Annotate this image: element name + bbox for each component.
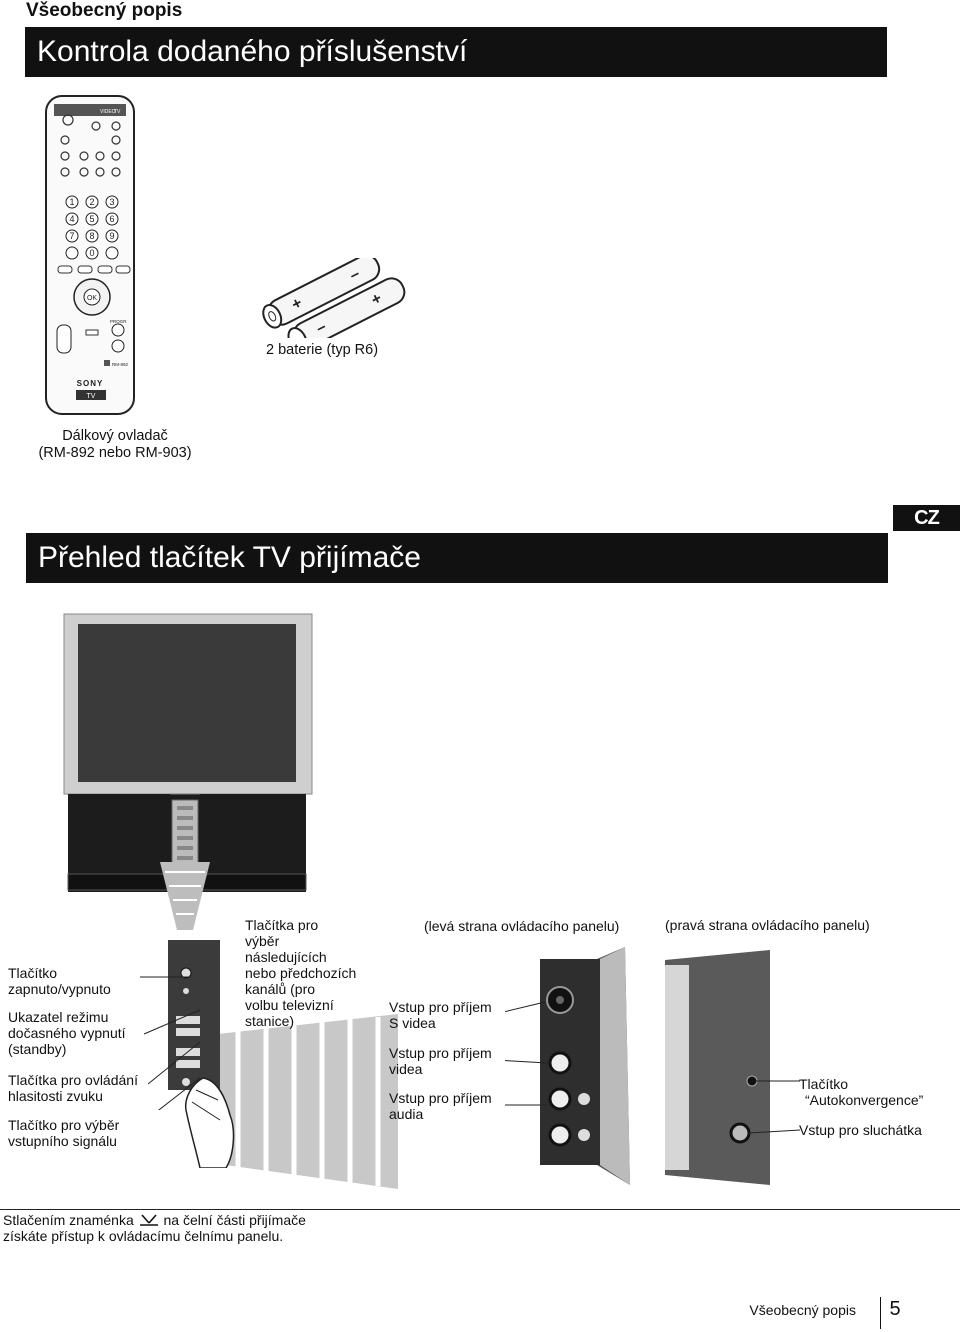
- digit-6: 6: [109, 214, 114, 224]
- remote-control-image: VIDEO TV 1 2 3 4 5 6 7 8 9 0 OK PROGR RM…: [45, 95, 135, 415]
- channel-label-line2: výběr: [245, 933, 280, 949]
- svideo-label-line2: S videa: [389, 1015, 436, 1031]
- audio-input-label: Vstup pro příjem audia: [389, 1090, 492, 1122]
- panel-zoom-beam: [218, 1014, 398, 1189]
- tv-zoom-beam: [160, 862, 210, 930]
- remote-top-buttons: [60, 114, 121, 177]
- digit-7: 7: [69, 231, 74, 241]
- digit-1: 1: [69, 197, 74, 207]
- volume-buttons-label: Tlačítka pro ovládání hlasitosti zvuku: [8, 1072, 138, 1104]
- channel-label-line4: nebo předchozích: [245, 965, 357, 981]
- channel-label-line1: Tlačítka pro: [245, 917, 319, 933]
- access-note: Stlačením znaménka na čelní části přijím…: [3, 1212, 306, 1244]
- right-panel-image: [665, 950, 800, 1185]
- channel-buttons-label: Tlačítka pro výběr následujících nebo př…: [245, 917, 356, 1029]
- svideo-input-label: Vstup pro příjem S videa: [389, 999, 492, 1031]
- headphones-input-label: Vstup pro sluchátka: [799, 1122, 922, 1138]
- digit-0: 0: [89, 248, 94, 258]
- input-select-label: Tlačítko pro výběr vstupního signálu: [8, 1117, 119, 1149]
- input-label-line2: vstupního signálu: [8, 1133, 117, 1149]
- input-label-line1: Tlačítko pro výběr: [8, 1117, 120, 1133]
- front-panel-image: [168, 940, 235, 1168]
- channel-label-line6: volbu televizní: [245, 997, 334, 1013]
- accessories-title: Kontrola dodaného příslušenství: [25, 27, 887, 77]
- remote-caption-line1: Dálkový ovladač: [62, 428, 168, 444]
- power-button-label: Tlačítko zapnuto/vypnuto: [8, 965, 111, 997]
- footer-section: Všeobecný popis: [749, 1302, 856, 1318]
- volume-label-line1: Tlačítka pro ovládání: [8, 1072, 138, 1088]
- autoconvergence-button: [746, 1075, 758, 1087]
- channel-label-line5: kanálů (pro: [245, 981, 316, 997]
- left-panel-image: [505, 947, 630, 1185]
- remote-mid-buttons: [57, 265, 131, 274]
- overview-title: Přehled tlačítek TV přijímače: [26, 533, 888, 583]
- batteries-caption: 2 baterie (typ R6): [266, 342, 379, 358]
- leader-lines-left: [140, 976, 201, 1110]
- access-note-line1: Stlačením znaménka na čelní části přijím…: [3, 1212, 306, 1228]
- page-number: 5: [889, 1298, 901, 1320]
- remote-label-tv: TV: [114, 109, 121, 115]
- access-note-part1: Stlačením znaménka: [3, 1212, 134, 1228]
- hand-pointer-icon: [184, 1077, 235, 1168]
- digit-8: 8: [89, 231, 94, 241]
- standby-indicator-label: Ukazatel režimu dočasného vypnutí (stand…: [8, 1009, 126, 1057]
- remote-tv-badge: TV: [87, 393, 96, 400]
- remote-model-tag: RM-892: [112, 362, 129, 367]
- channel-label-line7: stanice): [245, 1013, 295, 1029]
- autoconvergence-label: Tlačítko “Autokonvergence”: [799, 1076, 923, 1108]
- remote-ok-label: OK: [87, 295, 97, 302]
- section-label: Všeobecný popis: [26, 0, 183, 21]
- video-label-line1: Vstup pro příjem: [389, 1045, 492, 1061]
- footer-divider: [880, 1297, 881, 1329]
- volume-label-line2: hlasitosti zvuku: [8, 1088, 103, 1104]
- note-divider: [0, 1209, 960, 1210]
- video-input-label: Vstup pro příjem videa: [389, 1045, 492, 1077]
- audio-label-line1: Vstup pro příjem: [389, 1090, 492, 1106]
- headphones-jack-icon: [729, 1122, 751, 1144]
- language-badge: CZ: [893, 505, 960, 531]
- tv-image: [63, 613, 313, 892]
- audio-jack-r-icon: [548, 1123, 572, 1147]
- standby-label-line3: (standby): [8, 1041, 67, 1057]
- autoconvergence-label-line1: Tlačítko: [799, 1076, 849, 1092]
- right-panel-title: (pravá strana ovládacího panelu): [665, 917, 870, 933]
- audio-jack-l-icon: [548, 1087, 572, 1111]
- remote-caption-line2: (RM-892 nebo RM-903): [38, 445, 192, 461]
- video-jack-icon: [548, 1051, 572, 1075]
- standby-label-line2: dočasného vypnutí: [8, 1025, 126, 1041]
- autoconvergence-label-line2: “Autokonvergence”: [805, 1092, 924, 1108]
- remote-progr-label: PROGR: [110, 319, 127, 324]
- remote-brand: SONY: [77, 379, 104, 388]
- digit-4: 4: [69, 214, 74, 224]
- audio-label-line2: audia: [389, 1106, 424, 1122]
- power-label-line2: zapnuto/vypnuto: [8, 981, 111, 997]
- standby-label-line1: Ukazatel režimu: [8, 1009, 109, 1025]
- digit-3: 3: [109, 197, 114, 207]
- access-note-line2: získáte přístup k ovládacímu čelnímu pan…: [3, 1228, 284, 1244]
- channel-label-line3: následujících: [245, 949, 327, 965]
- remote-label-video: VIDEO: [100, 109, 116, 115]
- digit-9: 9: [109, 231, 114, 241]
- access-note-part2: na čelní části přijímače: [163, 1212, 306, 1228]
- video-label-line2: videa: [389, 1061, 423, 1077]
- power-label-line1: Tlačítko: [8, 965, 58, 981]
- digit-2: 2: [89, 197, 94, 207]
- left-panel-title: (levá strana ovládacího panelu): [424, 918, 620, 934]
- svideo-label-line1: Vstup pro příjem: [389, 999, 492, 1015]
- batteries-image: + – – +: [262, 258, 406, 338]
- remote-caption: Dálkový ovladač (RM-892 nebo RM-903): [30, 428, 200, 462]
- digit-5: 5: [89, 214, 94, 224]
- power-button: [180, 967, 192, 979]
- panel-open-icon: [139, 1214, 158, 1226]
